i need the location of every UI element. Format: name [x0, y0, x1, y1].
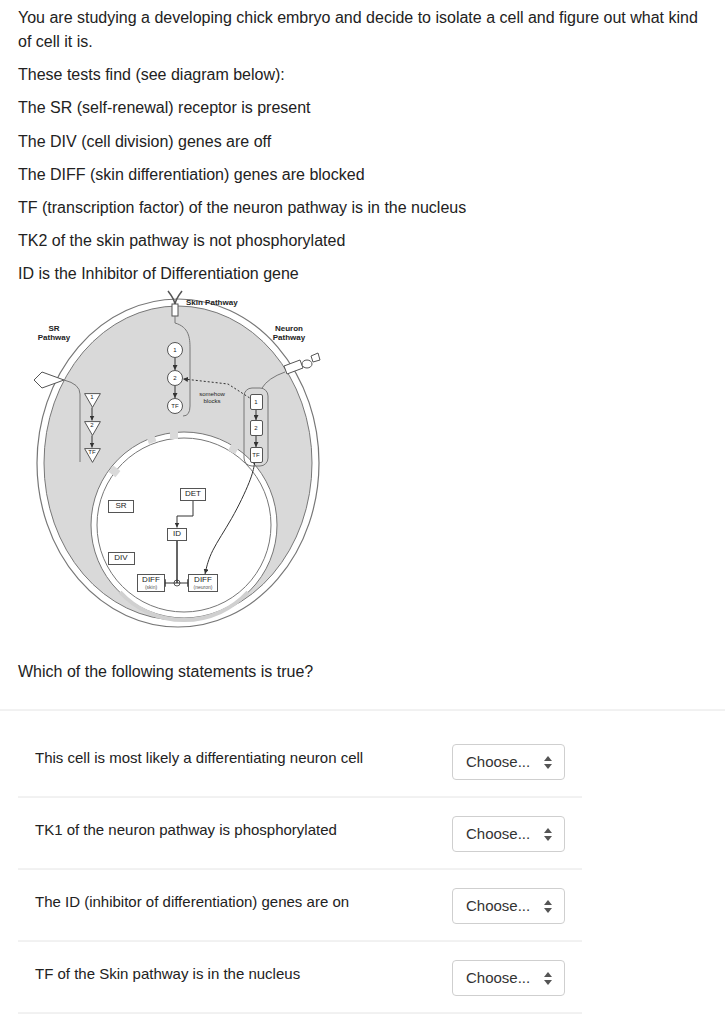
pathway-label: SR Pathway [34, 324, 74, 342]
statement-text: This cell is most likely a differentiati… [35, 748, 435, 768]
nucleus [97, 438, 271, 612]
gene-box: DET [180, 488, 206, 501]
intro-text: These tests find (see diagram below): [18, 63, 708, 87]
nuclear-pore [146, 433, 157, 444]
dropdown-select: Choose... [452, 744, 565, 780]
signal-connector [256, 436, 257, 447]
dropdown-select: Choose... [452, 816, 565, 852]
divider [18, 941, 582, 942]
statement-text: TF of the Skin pathway is in the nucleus [35, 964, 435, 984]
protein-square: 2 [250, 420, 263, 436]
dropdown-text: Choose... [466, 898, 530, 915]
protein-square: 1 [250, 394, 263, 410]
test-result: The DIV (cell division) genes are off [18, 130, 708, 154]
node-label: 1 [173, 347, 176, 354]
signal-connector [205, 463, 255, 574]
gene-box: ID [167, 528, 187, 541]
node-label: 1 [90, 393, 93, 401]
intro-text: You are studying a developing chick embr… [18, 6, 708, 54]
dropdown-select: Choose... [452, 960, 565, 996]
test-result: The DIFF (skin differentiation) genes ar… [18, 163, 708, 187]
nuclear-pore [228, 443, 239, 455]
node-label: TF [88, 448, 95, 456]
protein-circle: 1 [167, 342, 183, 358]
node-label: SR [115, 502, 126, 511]
node-label: TF [252, 452, 259, 459]
dropdown-select: Choose... [452, 888, 565, 924]
node-label: 1 [254, 399, 257, 406]
question-text: Which of the following statements is tru… [18, 660, 618, 684]
signal-connector [177, 501, 193, 528]
node-label: DET [185, 490, 201, 499]
divider [0, 710, 725, 711]
skin-receptor [172, 304, 178, 316]
dropdown-text: Choose... [466, 754, 530, 771]
dropdown-text: Choose... [466, 970, 530, 987]
node-label: 2 [254, 425, 257, 432]
signal-connector [175, 386, 176, 398]
sr-receptor [34, 372, 64, 388]
divider [18, 1013, 582, 1014]
protein-triangle: TF [84, 448, 101, 463]
gene-box: DIV [108, 552, 135, 565]
cytoplasm [44, 306, 312, 620]
node-label: 2 [90, 421, 93, 429]
nuclear-pore [108, 465, 120, 477]
signal-connector [175, 358, 176, 370]
protein-circle: 2 [167, 370, 183, 386]
neuron-receptor [284, 360, 303, 374]
node-label: 2 [173, 375, 176, 382]
statement-text: The ID (inhibitor of differentiation) ge… [35, 892, 435, 912]
dropdown-arrow [544, 900, 552, 913]
statement-text: TK1 of the neuron pathway is phosphoryla… [35, 820, 435, 840]
test-result: TF (transcription factor) of the neuron … [18, 196, 708, 220]
divider [18, 797, 582, 798]
signal-connector [177, 541, 188, 584]
gene-box: DIFF(neuron) [188, 574, 218, 592]
node-label: TF [171, 403, 178, 410]
protein-square: TF [250, 447, 263, 463]
pathway-label: Neuron Pathway [266, 324, 312, 342]
sr-pathway-track [64, 380, 80, 462]
node-label: (skin) [145, 585, 157, 591]
divider [18, 869, 582, 870]
pathway-label: Skin Pathway [186, 298, 256, 307]
protein-triangle: 2 [84, 421, 101, 436]
nuclear-envelope [91, 432, 277, 618]
nuclear-pore [170, 431, 178, 439]
nuclear-shade [120, 592, 248, 620]
protein-circle: TF [167, 398, 183, 414]
dropdown-arrow [544, 756, 552, 769]
neuron-pathway-track [262, 372, 285, 388]
dropdown-arrow [544, 972, 552, 985]
signal-connector [92, 408, 93, 421]
signal-connector [92, 436, 93, 448]
dropdown-text: Choose... [466, 826, 530, 843]
signal-connector [256, 410, 257, 420]
edge-label: somehow blocks [195, 391, 229, 404]
cell-membrane [37, 299, 319, 627]
gene-box: DIFF(skin) [137, 574, 165, 592]
node-label: (neuron) [194, 585, 213, 591]
neuron-ligand [302, 360, 312, 368]
protein-triangle: 1 [84, 393, 101, 408]
signal-connector [165, 541, 177, 584]
skin-receptor [168, 291, 182, 305]
test-result: The SR (self-renewal) receptor is presen… [18, 96, 708, 120]
neuron-pathway-track [244, 388, 268, 466]
neuron-ligand [311, 353, 320, 362]
node-label: DIFF [142, 576, 160, 585]
test-result: TK2 of the skin pathway is not phosphory… [18, 229, 708, 253]
node-label: DIV [114, 554, 127, 563]
intro-text: ID is the Inhibitor of Differentiation g… [18, 262, 708, 286]
dropdown-arrow [544, 828, 552, 841]
gene-box: SR [108, 500, 134, 513]
node-label: ID [173, 530, 181, 539]
node-label: DIFF [194, 576, 212, 585]
